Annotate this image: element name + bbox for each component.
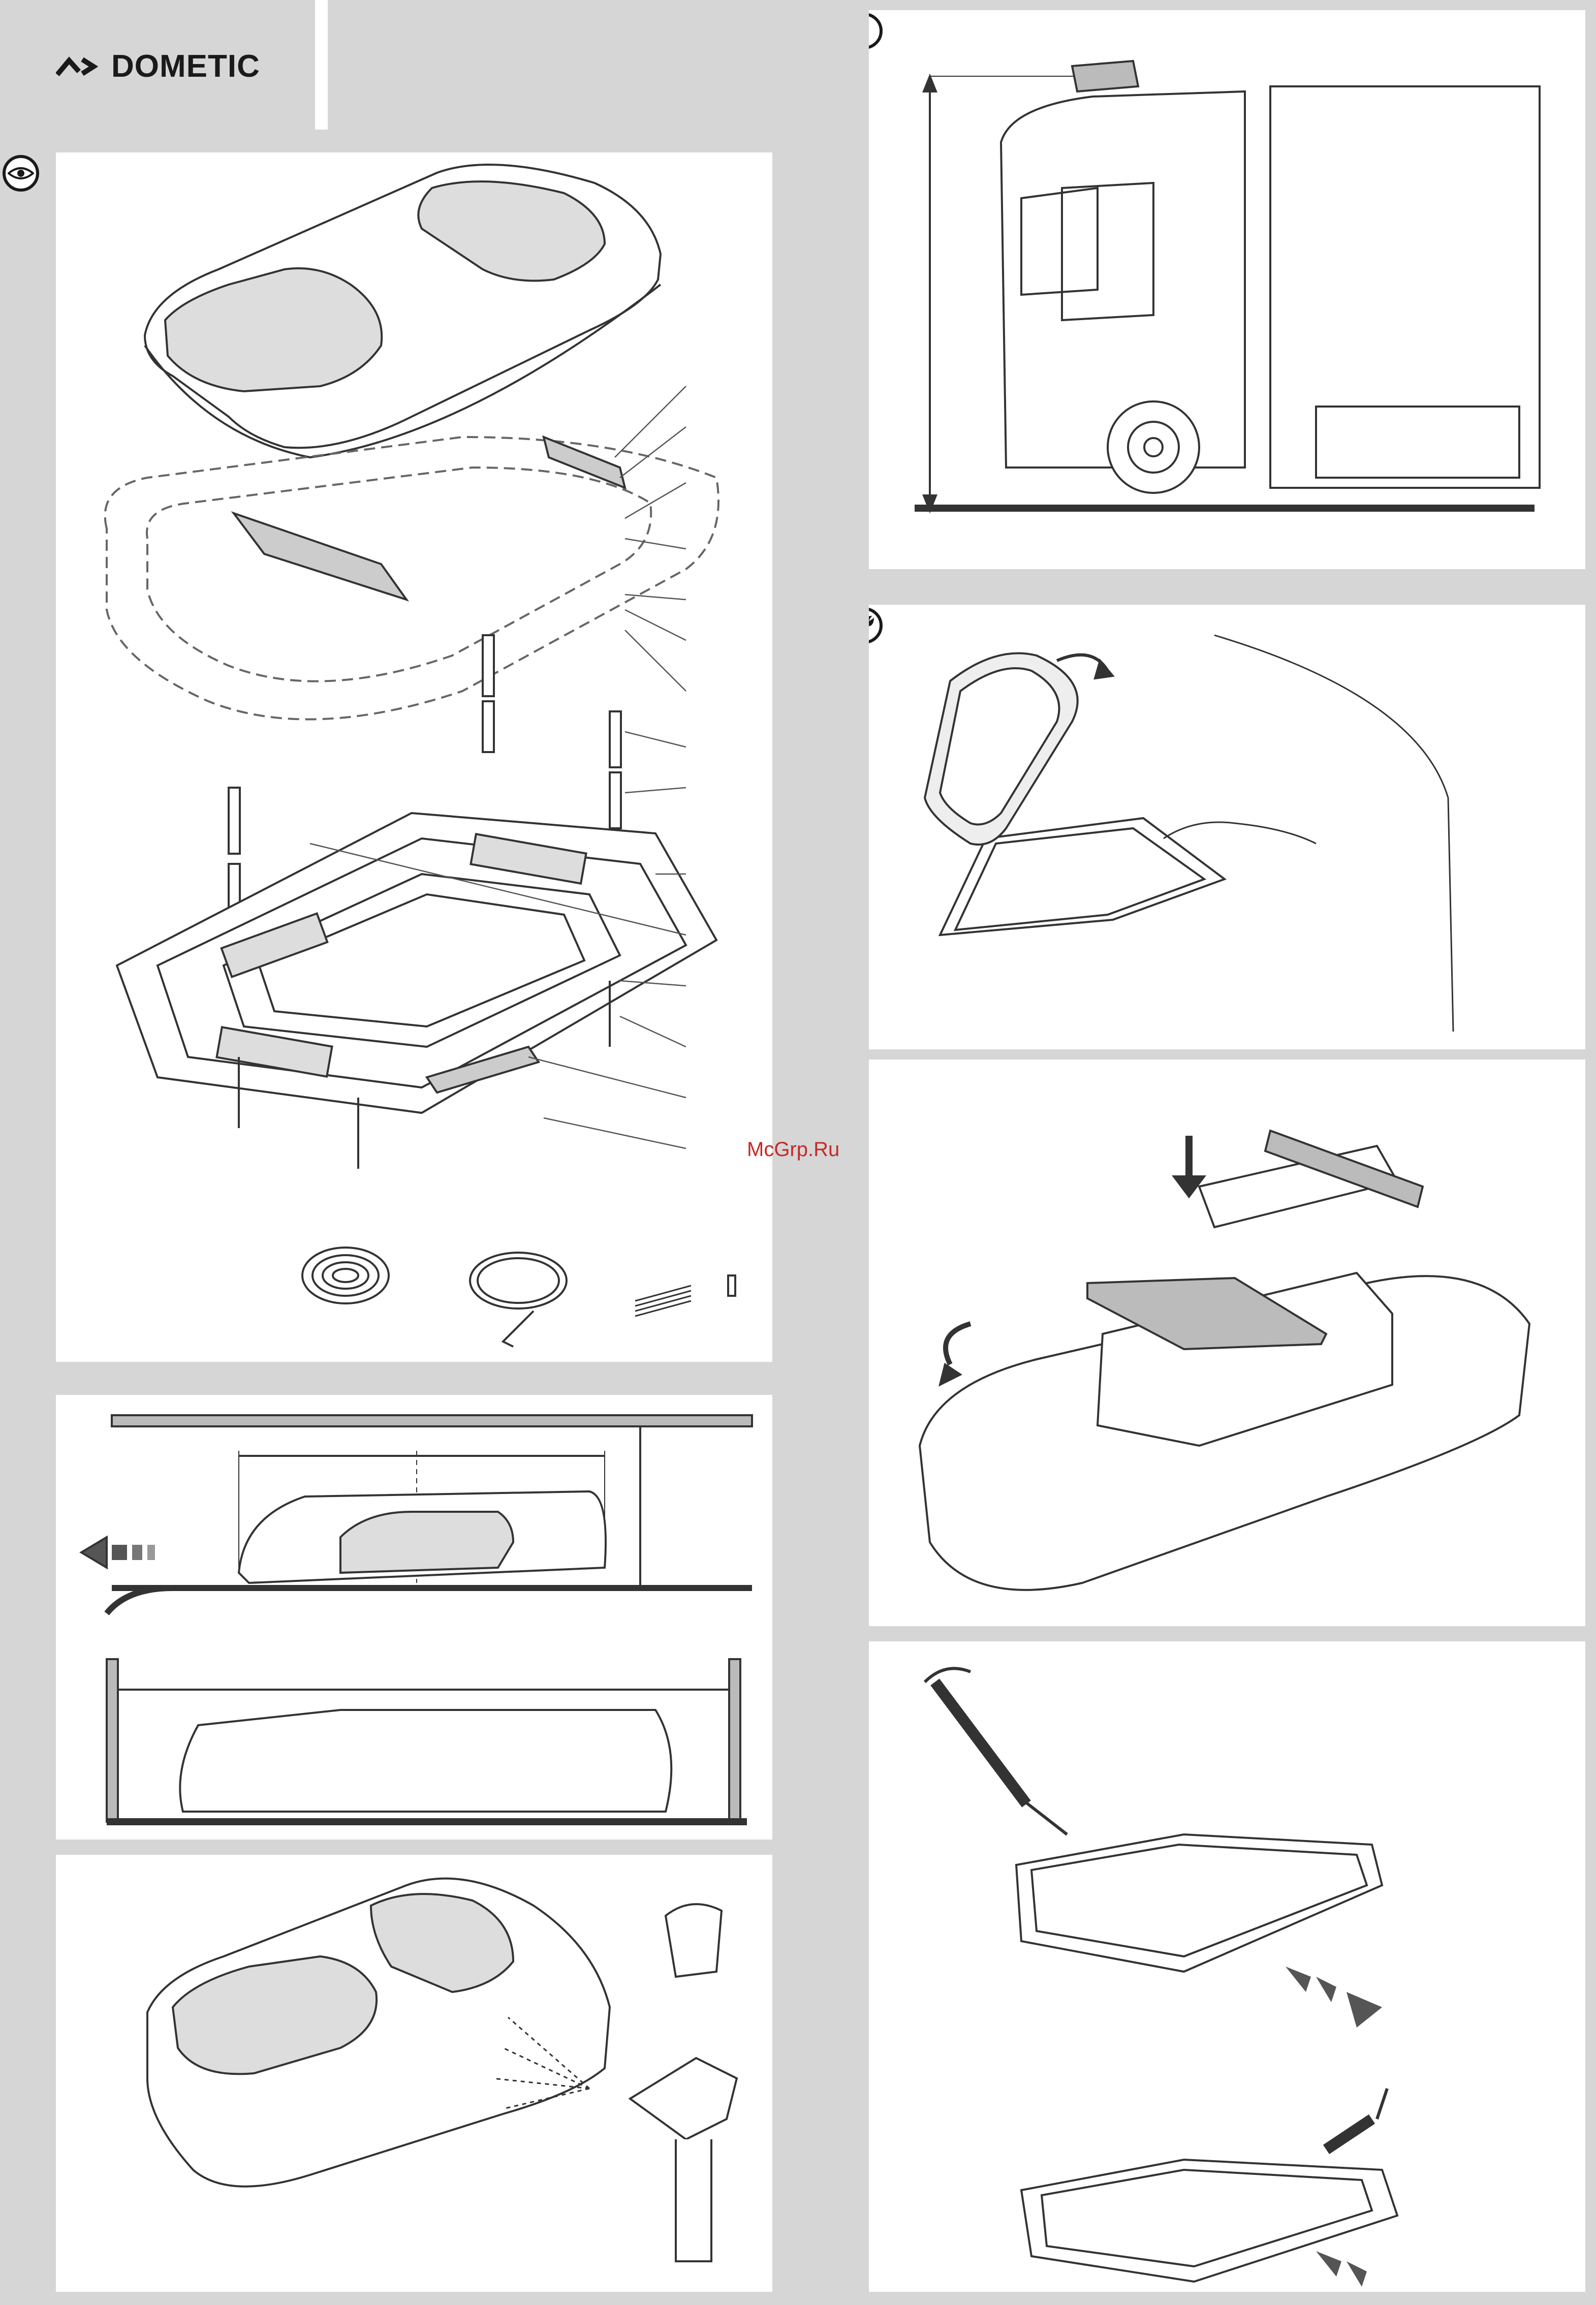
eye-icon <box>3 155 39 192</box>
header-divider <box>315 0 328 130</box>
paint-panel <box>56 1855 772 2292</box>
exploded-view-drawing <box>56 152 772 1362</box>
bracket-drawing <box>869 1060 1585 1626</box>
cleaning-drawing <box>869 605 1585 1049</box>
brand-name: DOMETIC <box>111 48 260 84</box>
vehicle-height-panel: i <box>869 10 1585 569</box>
exploded-view-panel <box>56 152 772 1362</box>
install-bracket-panel <box>869 1060 1585 1626</box>
clearance-drawing <box>56 1395 772 1840</box>
sealant-panel <box>869 1641 1585 2292</box>
paint-drawing <box>56 1855 772 2292</box>
truck-drawing <box>869 10 1585 569</box>
brand-header: DOMETIC <box>0 0 315 130</box>
clearance-panel: i <box>56 1395 772 1840</box>
sealant-drawing <box>869 1641 1585 2292</box>
watermark: McGrp.Ru <box>747 1138 839 1161</box>
header-blank <box>328 0 785 130</box>
dometic-logo: DOMETIC <box>56 48 260 84</box>
cleaning-panel <box>869 605 1585 1049</box>
dometic-mark-icon <box>56 53 104 79</box>
